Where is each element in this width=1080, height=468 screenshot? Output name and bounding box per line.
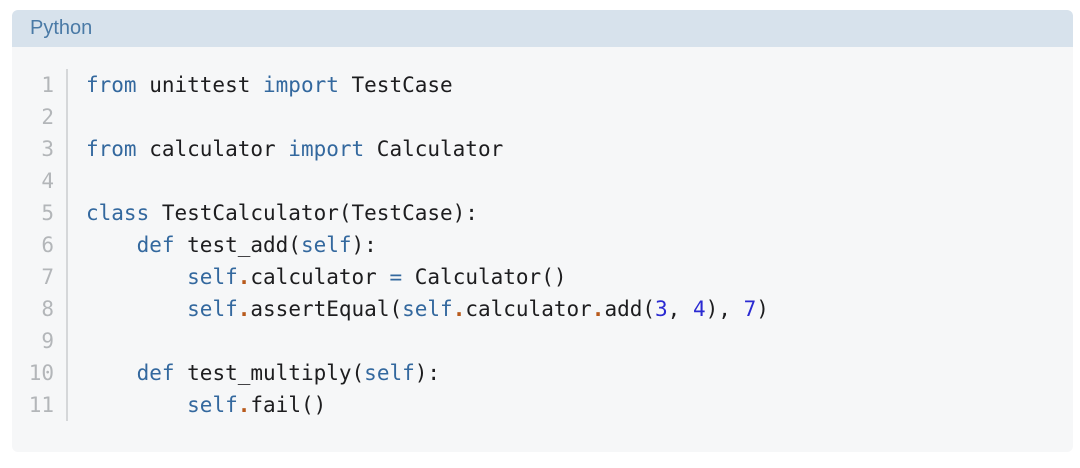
token-plain: test_multiply( <box>174 361 365 385</box>
code-text: self.fail() <box>68 389 326 421</box>
code-text: self.calculator = Calculator() <box>68 261 567 293</box>
code-text <box>68 101 86 133</box>
token-keyword: import <box>288 137 365 161</box>
token-plain: , <box>667 297 693 321</box>
token-keyword: self <box>187 265 238 289</box>
token-plain <box>86 361 137 385</box>
token-plain: TestCalculator(TestCase): <box>149 201 478 225</box>
token-plain <box>86 393 187 417</box>
line-number: 6 <box>12 229 68 261</box>
line-number: 4 <box>12 165 68 197</box>
code-line: 7 self.calculator = Calculator() <box>12 261 1073 293</box>
token-keyword: self <box>187 297 238 321</box>
token-keyword: self <box>364 361 415 385</box>
token-plain: test_add( <box>174 233 301 257</box>
code-text: def test_add(self): <box>68 229 377 261</box>
token-plain: ) <box>756 297 769 321</box>
code-text: from unittest import TestCase <box>68 69 453 101</box>
code-line: 8 self.assertEqual(self.calculator.add(3… <box>12 293 1073 325</box>
token-plain: assertEqual( <box>250 297 403 321</box>
line-number: 1 <box>12 69 68 101</box>
code-line: 2 <box>12 101 1073 133</box>
token-number: 3 <box>655 297 668 321</box>
code-text <box>68 325 86 357</box>
token-keyword: def <box>136 233 175 257</box>
token-keyword: self <box>402 297 453 321</box>
token-plain <box>86 233 137 257</box>
token-plain: fail() <box>250 393 327 417</box>
line-number: 2 <box>12 101 68 133</box>
code-text <box>68 165 86 197</box>
line-number: 8 <box>12 293 68 325</box>
token-keyword: class <box>86 201 150 225</box>
code-text: from calculator import Calculator <box>68 133 503 165</box>
token-keyword: = <box>389 265 403 289</box>
line-number: 5 <box>12 197 68 229</box>
line-number: 9 <box>12 325 68 357</box>
token-keyword: self <box>300 233 352 257</box>
token-plain: ), <box>705 297 744 321</box>
token-punctuation: . <box>237 265 251 289</box>
language-label: Python <box>30 17 93 39</box>
token-plain <box>86 265 187 289</box>
code-text: def test_multiply(self): <box>68 357 440 389</box>
code-line: 9 <box>12 325 1073 357</box>
token-punctuation: . <box>237 393 251 417</box>
line-number: 7 <box>12 261 68 293</box>
token-plain: unittest <box>136 73 264 97</box>
token-keyword: from <box>86 137 137 161</box>
line-number: 3 <box>12 133 68 165</box>
token-plain: Calculator <box>364 137 504 161</box>
code-line: 4 <box>12 165 1073 197</box>
token-number: 4 <box>692 297 706 321</box>
token-keyword: from <box>86 73 137 97</box>
token-plain: ): <box>351 233 377 257</box>
code-header: Python <box>12 10 1073 47</box>
code-line: 11 self.fail() <box>12 389 1073 421</box>
token-plain: ): <box>414 361 441 385</box>
token-keyword: self <box>187 393 238 417</box>
token-plain: TestCase <box>338 73 453 97</box>
line-number: 10 <box>12 357 68 389</box>
token-number: 7 <box>743 297 757 321</box>
token-punctuation: . <box>237 297 251 321</box>
token-plain: add( <box>604 297 656 321</box>
token-plain: calculator <box>136 137 289 161</box>
token-punctuation: . <box>591 297 605 321</box>
token-plain <box>86 297 187 321</box>
code-text: class TestCalculator(TestCase): <box>68 197 478 229</box>
code-text: self.assertEqual(self.calculator.add(3, … <box>68 293 769 325</box>
token-punctuation: . <box>452 297 466 321</box>
token-plain: calculator <box>465 297 592 321</box>
token-plain: calculator <box>250 265 390 289</box>
token-keyword: def <box>136 361 175 385</box>
line-number: 11 <box>12 389 68 421</box>
code-line: 10 def test_multiply(self): <box>12 357 1073 389</box>
token-plain: Calculator() <box>402 265 567 289</box>
code-line: 6 def test_add(self): <box>12 229 1073 261</box>
token-keyword: import <box>263 73 339 97</box>
